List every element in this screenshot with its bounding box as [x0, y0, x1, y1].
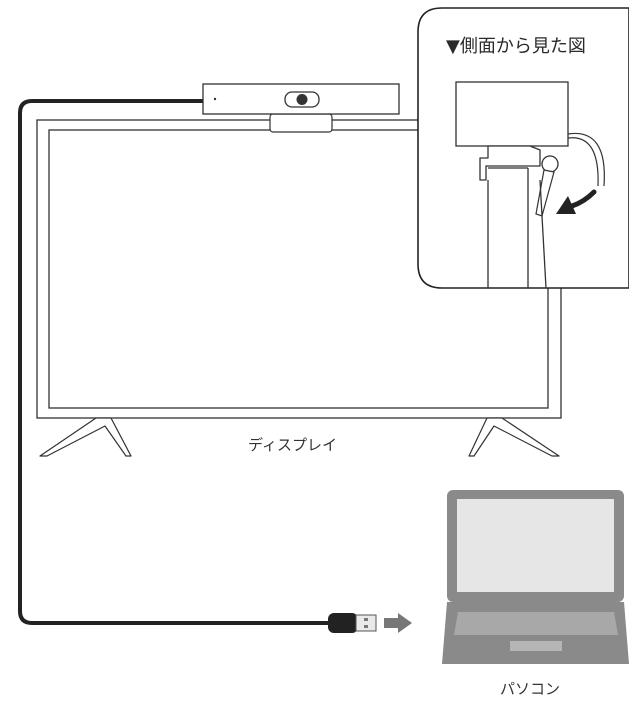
display-label: ディスプレイ	[248, 436, 337, 454]
side-view-inset	[417, 7, 629, 289]
webcam-lens	[296, 94, 308, 105]
webcam-mount	[269, 113, 333, 133]
usb-plug-pin-1	[364, 618, 368, 621]
inset-camera-body	[455, 81, 569, 147]
laptop-keyboard	[454, 612, 618, 635]
usb-plug-connector	[355, 614, 377, 632]
laptop-screen	[457, 499, 614, 592]
display-stand-right	[468, 417, 560, 457]
rotate-arrow-head-icon	[556, 196, 576, 214]
usb-plug	[328, 613, 377, 633]
inset-cable	[567, 132, 605, 187]
webcam	[202, 83, 400, 133]
webcam-indicator	[213, 97, 217, 101]
inset-mount-clip	[479, 145, 541, 181]
display-stand-left	[39, 417, 132, 457]
usb-plug-pin-2	[364, 625, 368, 628]
usb-cable	[18, 99, 332, 625]
pc-label: パソコン	[500, 680, 561, 698]
arrow-to-pc-icon	[384, 613, 412, 633]
laptop-pc	[442, 490, 629, 664]
inset-cable-outer	[567, 137, 599, 187]
rotate-arrow-icon	[569, 189, 597, 209]
inset-display-edge	[487, 168, 547, 289]
usb-plug-body	[328, 613, 358, 633]
inset-title: ▼側面から見た図	[446, 36, 586, 57]
laptop-touchpad	[510, 641, 562, 651]
